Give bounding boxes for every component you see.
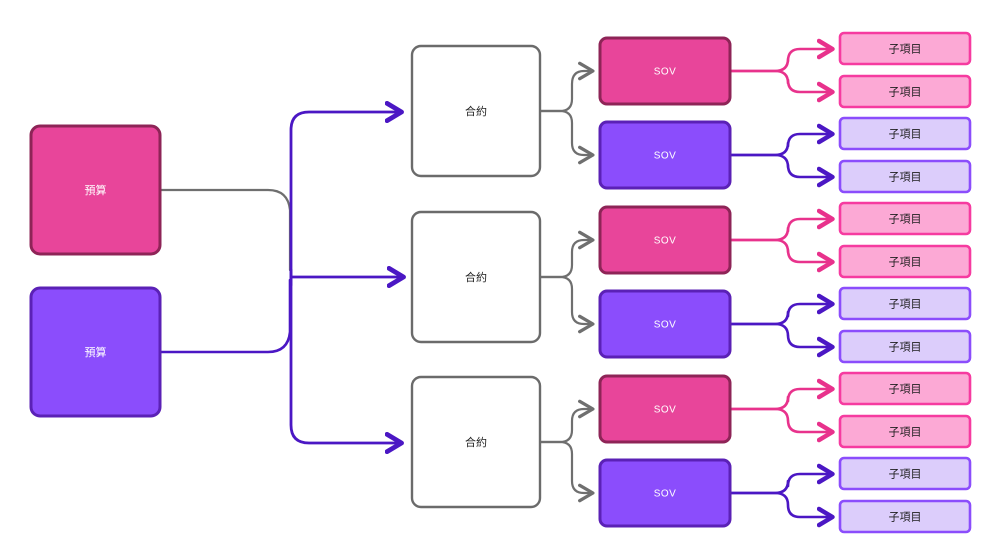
edge-group-sov-to-child (729, 49, 832, 517)
edge-sov6-child12 (729, 491, 832, 517)
budget-node-1-box[interactable] (29, 124, 162, 256)
child-node-2[interactable]: 子項目 (838, 74, 972, 109)
child-node-9[interactable]: 子項目 (838, 371, 972, 406)
child-node-11[interactable]: 子項目 (838, 456, 972, 491)
sov-node-5[interactable]: SOV (598, 374, 732, 444)
child-node-6[interactable]: 子項目 (838, 244, 972, 279)
child-node-6-box[interactable] (838, 244, 972, 279)
edge-contract3-sov5 (539, 399, 595, 444)
edge-sov2-child3 (729, 134, 832, 157)
child-node-5-box[interactable] (838, 201, 972, 236)
edge-contract2-sov4 (539, 275, 595, 334)
contract-node-1[interactable]: 合約 (410, 44, 542, 178)
contract-node-2[interactable]: 合約 (410, 210, 542, 344)
edge-sov1-child2 (729, 69, 832, 92)
edge-budget2-trunk (158, 278, 292, 354)
sov-node-2[interactable]: SOV (598, 120, 732, 190)
child-node-10-box[interactable] (838, 414, 972, 449)
edge-sov4-child8 (729, 322, 832, 347)
edge-group-trunk-to-contract (289, 112, 403, 443)
edge-sov3-child5 (729, 219, 832, 242)
edge-group-contract-to-sov (539, 61, 595, 503)
sov-node-3[interactable]: SOV (598, 205, 732, 275)
child-node-1-box[interactable] (838, 31, 972, 66)
edge-budget1-trunk (158, 188, 292, 272)
child-node-1[interactable]: 子項目 (838, 31, 972, 66)
edge-contract1-sov2 (539, 109, 595, 165)
edge-trunk-contract-3 (289, 268, 401, 443)
edge-sov2-child4 (729, 153, 832, 177)
child-node-4[interactable]: 子項目 (838, 159, 972, 194)
child-node-5[interactable]: 子項目 (838, 201, 972, 236)
sov-node-1-box[interactable] (598, 36, 732, 106)
child-node-7-box[interactable] (838, 286, 972, 321)
sov-node-3-box[interactable] (598, 205, 732, 275)
sov-node-1[interactable]: SOV (598, 36, 732, 106)
child-node-7[interactable]: 子項目 (838, 286, 972, 321)
edge-trunk-contract-1 (289, 112, 401, 287)
child-node-8[interactable]: 子項目 (838, 329, 972, 364)
edge-group-budget-to-trunk (158, 188, 292, 354)
contract-node-3[interactable]: 合約 (410, 375, 542, 509)
contract-node-3-box[interactable] (410, 375, 542, 509)
edge-contract1-sov1 (539, 61, 595, 113)
sov-node-2-box[interactable] (598, 120, 732, 190)
child-node-11-box[interactable] (838, 456, 972, 491)
sov-node-4[interactable]: SOV (598, 289, 732, 359)
edge-sov5-child9 (729, 389, 832, 411)
contract-node-1-box[interactable] (410, 44, 542, 178)
child-node-3-box[interactable] (838, 116, 972, 151)
child-node-3[interactable]: 子項目 (838, 116, 972, 151)
child-node-12[interactable]: 子項目 (838, 499, 972, 534)
child-node-12-box[interactable] (838, 499, 972, 534)
edge-sov6-child11 (729, 474, 832, 495)
edge-sov3-child6 (729, 238, 832, 262)
sov-node-6-box[interactable] (598, 458, 732, 528)
child-node-4-box[interactable] (838, 159, 972, 194)
edge-contract2-sov3 (539, 230, 595, 279)
child-node-9-box[interactable] (838, 371, 972, 406)
sov-node-6[interactable]: SOV (598, 458, 732, 528)
edge-sov4-child7 (729, 304, 832, 326)
budget-node-1[interactable]: 預算 (29, 124, 162, 256)
edge-contract3-sov6 (539, 440, 595, 503)
contract-node-2-box[interactable] (410, 210, 542, 344)
edge-sov5-child10 (729, 407, 832, 432)
child-node-8-box[interactable] (838, 329, 972, 364)
budget-node-2-box[interactable] (29, 286, 162, 418)
child-node-10[interactable]: 子項目 (838, 414, 972, 449)
edge-sov1-child1 (729, 49, 832, 73)
budget-node-2[interactable]: 預算 (29, 286, 162, 418)
sov-node-4-box[interactable] (598, 289, 732, 359)
sov-node-5-box[interactable] (598, 374, 732, 444)
child-node-2-box[interactable] (838, 74, 972, 109)
